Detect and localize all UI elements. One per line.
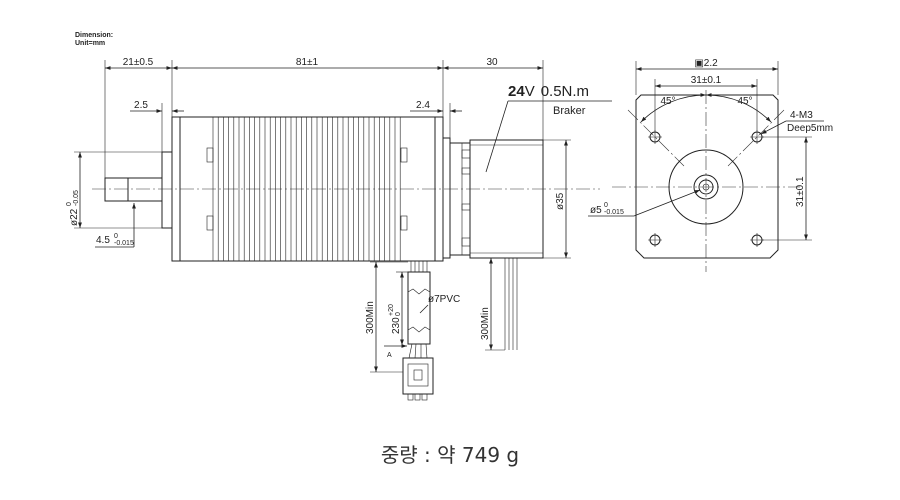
connector-pin [407, 393, 414, 401]
front-boss-label: 2.5 [134, 100, 148, 111]
side-view: 21±0.5 81±1 30 2.5 2.4 [66, 57, 612, 401]
leader-line [633, 189, 701, 217]
sheath-length-label: 230 [391, 317, 402, 334]
brake-diameter-label: ø35 [555, 192, 566, 210]
sheath-length-dimension: 230 +20 0 A [384, 271, 408, 359]
shaft-length-label: 21±0.5 [123, 57, 154, 68]
angle-arc-right [705, 93, 772, 123]
cable-spec-label: ø7PVC [428, 294, 460, 305]
angle-arc-left [640, 93, 707, 123]
cable-connector [402, 357, 434, 395]
brake-screw [461, 203, 471, 211]
boss-diameter-label: ø22 [69, 208, 80, 226]
sheath-length-upper-tol: +20 [388, 304, 395, 316]
body-notch [206, 215, 214, 231]
leader-line [419, 304, 429, 314]
boss-diameter-lower-tol: -0.05 [73, 190, 80, 206]
motor-cable [402, 261, 434, 401]
brake-screw [461, 149, 471, 159]
cable-wire [425, 343, 428, 359]
shaft-diameter-lower-tol: -0.015 [604, 209, 624, 216]
view-marker: A [387, 352, 392, 359]
brake-rating: 24V 0.5N.m [508, 83, 589, 100]
brake-diameter-dimension: ø35 [543, 139, 571, 259]
brake-torque: 0.5N.m [541, 83, 589, 100]
brake-screw [461, 167, 471, 175]
hole-pitch-v-label: 31±0.1 [795, 176, 806, 207]
brake-screw [461, 237, 471, 247]
rear-gap-label: 2.4 [416, 100, 430, 111]
diagonal-center-line [727, 109, 785, 167]
boss-diameter-dimension: ø22 0 -0.05 [66, 151, 162, 229]
brake-cable: 300Min [480, 258, 518, 351]
shaft-end [698, 179, 714, 195]
front-view: ▣2.2 31±0.1 45° 45° 4-M3 [588, 58, 833, 272]
shaft-flat-lower-tol: -0.015 [114, 240, 134, 247]
flange-outline [635, 94, 779, 259]
diagonal-center-line [627, 109, 685, 167]
motor-cable-length-label: 300Min [365, 301, 376, 334]
coupling-ring [442, 137, 451, 259]
shaft-center [702, 183, 710, 191]
brake-voltage-unit: V [525, 83, 535, 100]
body-notch [400, 215, 408, 231]
angle-right-label: 45° [737, 96, 752, 107]
brake-body [469, 139, 544, 259]
shaft-flat-dimension: 4.5 0 -0.015 [95, 203, 136, 248]
top-dimensions: 21±0.5 81±1 30 [104, 57, 544, 178]
shaft-diameter-upper-tol: 0 [604, 202, 608, 209]
hole-cross-marks [648, 130, 764, 247]
pilot-boss [668, 149, 744, 225]
cable-sheath [407, 271, 431, 345]
unit-label: Unit=mm [75, 40, 105, 47]
connector-pin [421, 393, 428, 401]
shaft-flat-upper-tol: 0 [114, 233, 118, 240]
bearing-ring [693, 174, 719, 200]
angle-left-label: 45° [660, 96, 675, 107]
brake-callout: 24V 0.5N.m Braker [485, 83, 612, 173]
hole-pitch-h-label: 31±0.1 [691, 75, 722, 86]
hole-depth-label: Deep5mm [787, 123, 833, 134]
brake-voltage: 24 [508, 83, 525, 100]
brake-length-label: 30 [486, 57, 498, 68]
brake-cable-length-label: 300Min [480, 307, 491, 340]
boss-diameter-upper-tol: 0 [66, 202, 73, 206]
leader-line [760, 120, 787, 135]
output-shaft [104, 177, 163, 202]
connector-pin [414, 393, 421, 401]
front-boss-dimension: 2.5 [130, 100, 184, 152]
connector-latch [407, 363, 429, 387]
body-notch [206, 147, 214, 163]
cable-spec-callout: ø7PVC [419, 294, 460, 314]
body-length-label: 81±1 [296, 57, 319, 68]
brake-label: Braker [553, 105, 586, 117]
rear-gap-dimension: 2.4 [410, 100, 462, 138]
cable-wire [408, 343, 413, 359]
flange-size-label: ▣2.2 [694, 58, 718, 69]
cable-wire [414, 343, 417, 359]
weight-label: 중량 : 약 749 g [381, 443, 519, 467]
hole-spec-label: 4-M3 [790, 110, 813, 121]
cable-break-mark [407, 326, 431, 333]
body-notch [400, 147, 408, 163]
connector-latch-tab [413, 369, 423, 381]
cable-break-mark [407, 288, 431, 295]
motor-cable-length-dimension: 300Min [365, 261, 408, 373]
front-boss [161, 151, 173, 229]
dimension-label: Dimension: [75, 32, 113, 39]
shaft-flat-label: 4.5 [96, 235, 110, 246]
leader-line [485, 100, 509, 173]
shaft-diameter-label: ø5 [590, 205, 602, 216]
sheath-length-lower-tol: 0 [395, 312, 402, 316]
